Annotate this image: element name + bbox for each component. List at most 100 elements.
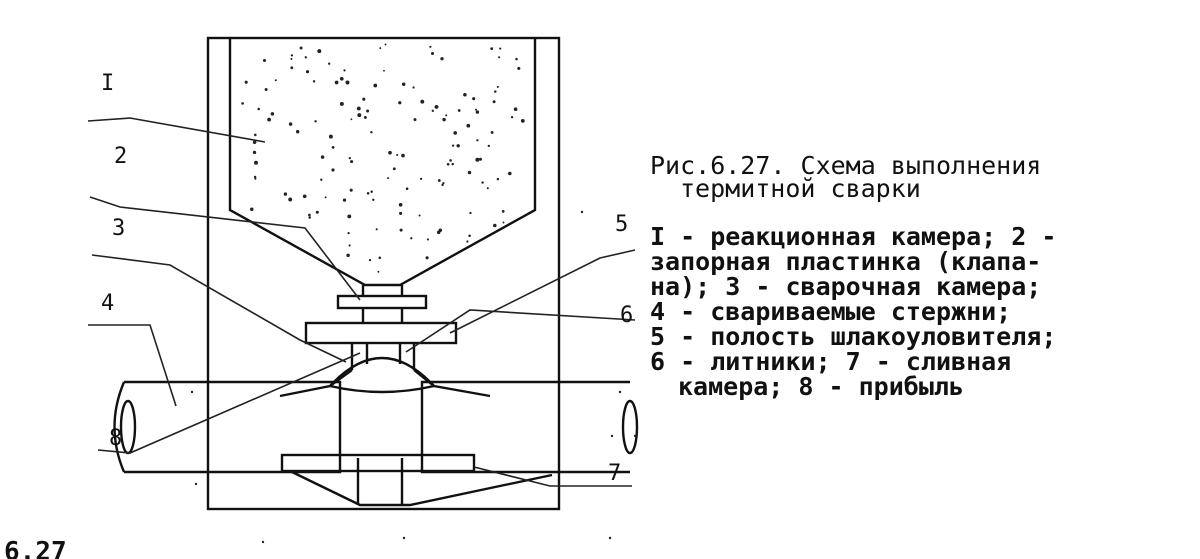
powder-grain — [412, 86, 415, 89]
powder-grain — [388, 150, 392, 155]
powder-grain — [502, 221, 505, 224]
powder-grain — [445, 114, 448, 117]
powder-grain — [487, 144, 490, 148]
powder-grain — [252, 140, 257, 145]
speck — [402, 536, 406, 540]
right-rod-end-cap — [621, 399, 639, 455]
powder-grain — [342, 198, 347, 202]
powder-grain — [254, 160, 258, 165]
figure-caption-line-2: термитной сварки — [680, 174, 921, 203]
powder-grain — [308, 216, 311, 219]
label-3: 3 — [112, 216, 125, 241]
powder-grain — [378, 256, 382, 260]
powder-grain — [410, 237, 413, 240]
powder-grain — [392, 167, 396, 171]
powder-grain — [339, 76, 344, 81]
powder-grain — [436, 230, 441, 235]
powder-grain — [346, 253, 350, 258]
powder-grain — [267, 117, 271, 122]
leader-8 — [97, 352, 361, 454]
speck — [610, 434, 614, 438]
speck — [190, 390, 194, 394]
legend-line-2: запорная пластинка (клапа- — [650, 247, 1041, 276]
powder-grain — [348, 156, 351, 160]
riser-dome-base — [329, 384, 435, 394]
powder-grain — [312, 80, 316, 83]
powder-grain — [451, 162, 454, 166]
powder-grain — [496, 177, 500, 181]
powder-grain — [475, 110, 480, 114]
label-2: 2 — [114, 144, 127, 169]
slag-trap-plate — [304, 321, 458, 345]
welding-chamber-top-right — [413, 369, 491, 398]
speck — [194, 482, 198, 486]
powder-grain — [331, 168, 335, 172]
powder-grain — [264, 88, 268, 91]
powder-grain — [274, 79, 277, 82]
label-8: 8 — [109, 426, 122, 451]
powder-grain — [253, 133, 257, 137]
leader-2 — [89, 196, 361, 301]
powder-grain — [299, 46, 303, 50]
powder-grain — [350, 160, 354, 164]
powder-grain — [457, 109, 461, 112]
powder-grain — [252, 150, 257, 155]
powder-grain — [348, 244, 351, 247]
powder-grain — [257, 107, 260, 111]
powder-grain — [302, 194, 307, 199]
powder-grain — [476, 139, 479, 142]
powder-grain — [496, 85, 499, 88]
powder-grain — [308, 213, 311, 217]
powder-grain — [446, 162, 450, 166]
powder-grain — [350, 118, 353, 121]
leader-4 — [88, 324, 177, 407]
powder-grain — [398, 101, 402, 105]
powder-grain — [420, 99, 425, 104]
powder-grain — [398, 202, 403, 207]
powder-grain — [399, 211, 403, 215]
powder-grain — [368, 258, 372, 262]
leader-6 — [405, 309, 636, 353]
powder-grain — [437, 179, 441, 182]
powder-grain — [317, 49, 322, 54]
label-7: 7 — [608, 461, 621, 486]
powder-grain — [426, 238, 429, 241]
powder-grain — [270, 112, 275, 116]
powder-grain — [339, 101, 344, 106]
left-rod-end — [113, 381, 126, 473]
legend-line-6: 6 - литники; 7 - сливная — [650, 347, 1011, 376]
powder-grain — [288, 122, 293, 126]
legend-line-1: I - реакционная камера; 2 - — [650, 222, 1056, 251]
label-4: 4 — [101, 291, 114, 316]
figure-caption-line-1: Рис.6.27. Схема выполнения — [650, 151, 1041, 180]
speck — [633, 434, 637, 438]
drain-chamber — [280, 453, 476, 473]
powder-grain — [383, 69, 385, 72]
label-1: I — [101, 71, 114, 96]
powder-grain — [425, 256, 429, 260]
powder-grain — [379, 47, 382, 50]
powder-grain — [463, 92, 467, 97]
powder-grain — [324, 196, 327, 199]
powder-grain — [290, 66, 294, 70]
powder-grain — [290, 57, 293, 61]
powder-grain — [453, 131, 458, 135]
mold-outer-frame — [206, 36, 561, 511]
powder-grain — [419, 177, 423, 181]
powder-grain — [328, 62, 331, 65]
powder-grain — [262, 58, 267, 63]
powder-grain — [347, 214, 352, 219]
leader-5 — [449, 249, 636, 334]
powder-grain — [492, 100, 496, 104]
powder-grain — [431, 109, 434, 113]
speck — [261, 540, 265, 544]
left-rod — [124, 380, 342, 474]
powder-grain — [375, 228, 378, 231]
riser-dome — [329, 356, 435, 387]
leader-7 — [473, 466, 632, 487]
powder-grain — [370, 131, 373, 134]
thermite-powder-fill — [241, 43, 525, 273]
right-rod — [420, 380, 630, 474]
legend-line-3: на); 3 - сварочная камера; — [650, 272, 1041, 301]
powder-grain — [295, 129, 300, 134]
